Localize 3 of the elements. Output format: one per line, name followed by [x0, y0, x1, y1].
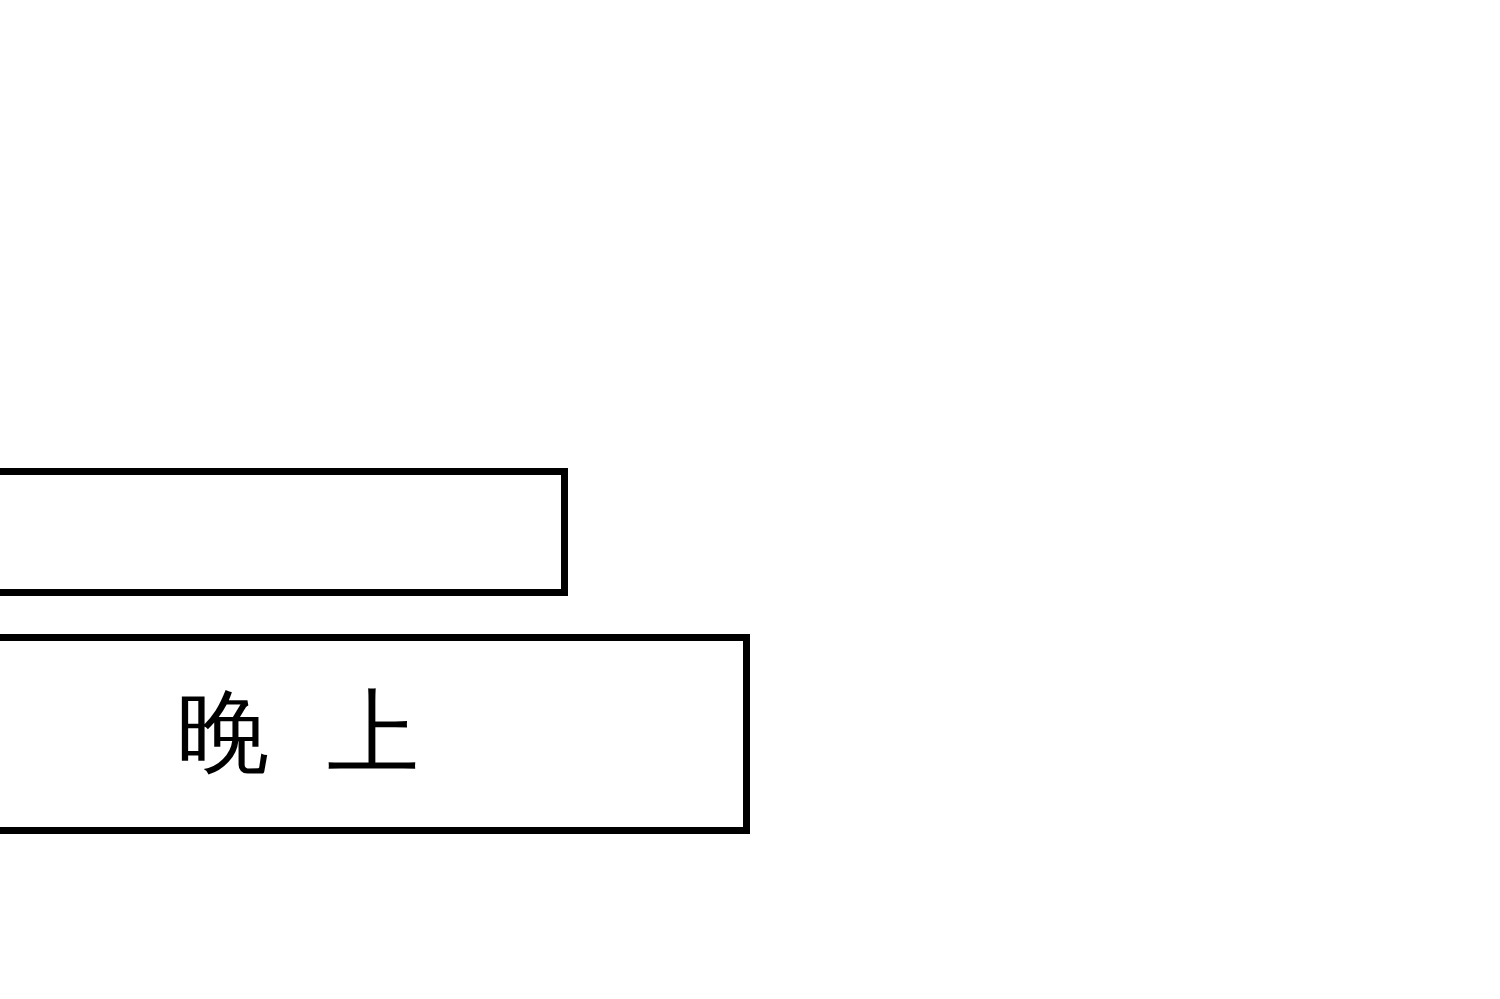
text-box: [0, 468, 568, 596]
box-label: 晚上: [177, 687, 477, 779]
text-box: [0, 634, 750, 834]
